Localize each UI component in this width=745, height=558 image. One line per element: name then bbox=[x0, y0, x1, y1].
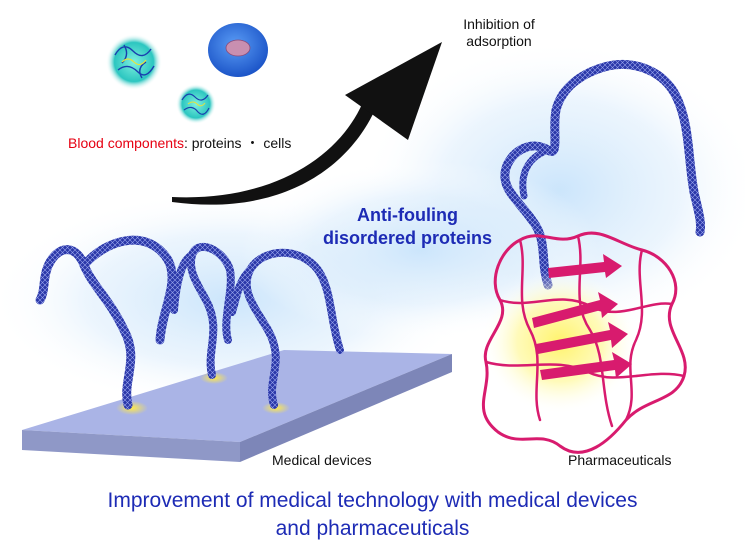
blood-components-label: Blood components: proteins ・ cells bbox=[68, 133, 291, 153]
caption-line-2: and pharmaceuticals bbox=[275, 517, 470, 540]
medical-device-plate bbox=[22, 350, 452, 462]
inhibition-line-2: adsorption bbox=[466, 33, 532, 49]
inhibition-of-adsorption-label: Inhibition of adsorption bbox=[424, 16, 574, 50]
blood-protein-icon bbox=[106, 34, 162, 90]
beta-sheet-arrows bbox=[532, 254, 632, 380]
free-disordered-protein bbox=[500, 60, 705, 290]
caption-line-1: Improvement of medical technology with m… bbox=[107, 489, 638, 512]
medical-devices-label: Medical devices bbox=[272, 452, 372, 468]
blood-components-term: Blood components bbox=[68, 135, 184, 151]
bottom-caption: Improvement of medical technology with m… bbox=[0, 487, 745, 543]
anti-fouling-label: Anti-fouling disordered proteins bbox=[300, 204, 515, 250]
disordered-protein-chains-on-device bbox=[35, 235, 344, 410]
antifouling-line-2: disordered proteins bbox=[322, 228, 493, 248]
pharmaceuticals-label: Pharmaceuticals bbox=[568, 452, 672, 468]
blood-components-detail: : proteins ・ cells bbox=[183, 135, 292, 151]
blood-protein-icon bbox=[176, 84, 216, 124]
antifouling-line-1: Anti-fouling bbox=[357, 205, 458, 225]
inhibition-line-1: Inhibition of bbox=[463, 16, 535, 32]
cell-icon bbox=[208, 23, 268, 77]
curved-arrow-icon bbox=[172, 42, 442, 205]
